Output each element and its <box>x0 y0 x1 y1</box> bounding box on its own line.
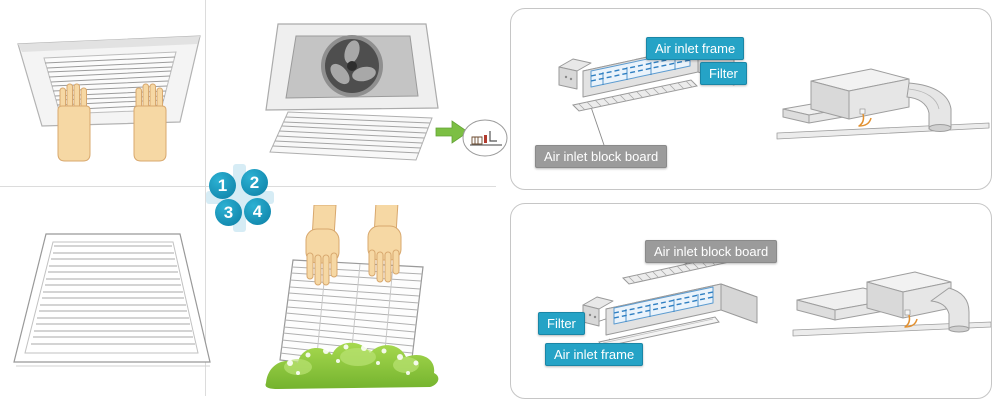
ceiling-cassette-closed-drawing <box>17 35 201 162</box>
step-badge-3: 3 <box>215 199 242 226</box>
right-hand <box>367 205 402 283</box>
wire <box>858 113 872 127</box>
hanging-grille <box>269 111 433 161</box>
filter-wireframe-drawing <box>13 233 211 367</box>
assembled-unit-drawing <box>792 271 991 337</box>
label-air-inlet-block-board: Air inlet block board <box>535 145 668 168</box>
left-hand <box>305 205 340 286</box>
filter-slats <box>31 245 195 345</box>
ceiling-cassette-open-drawing <box>265 23 508 161</box>
step-badge-2: 2 <box>241 169 268 196</box>
step-badge-1: 1 <box>209 172 236 199</box>
step3-removed-filter-illustration <box>8 222 220 387</box>
wire <box>904 314 918 328</box>
green-arrow-icon <box>435 120 469 144</box>
filter-area <box>613 286 714 325</box>
right-hand <box>133 83 167 162</box>
duct-unit-panel-top: Air inlet frame Filter Air inlet block b… <box>510 8 992 190</box>
step1-press-grille-illustration <box>8 22 213 167</box>
filter-washing-drawing <box>265 205 439 389</box>
duct-unit-exploded-bottom-drawing <box>582 252 991 348</box>
label-air-inlet-frame: Air inlet frame <box>545 343 644 366</box>
assembled-unit-drawing <box>776 68 990 140</box>
step-badge-4: 4 <box>244 198 271 225</box>
left-hand <box>57 83 91 162</box>
label-filter: Filter <box>700 62 747 85</box>
label-filter: Filter <box>538 312 585 335</box>
fan <box>321 35 383 97</box>
air-inlet-block-board-drawing <box>571 79 699 112</box>
duct-unit-panel-bottom: Air inlet block board Filter Air inlet f… <box>510 203 992 399</box>
foam-grass <box>265 342 439 389</box>
duct-unit-drawing <box>582 283 758 336</box>
vertical-divider-line <box>205 0 206 396</box>
hook-detail-callout-icon <box>462 119 508 157</box>
step2-open-grille-illustration <box>238 18 508 170</box>
label-air-inlet-frame: Air inlet frame <box>646 37 745 60</box>
step4-wash-filter-illustration <box>238 205 456 405</box>
label-air-inlet-block-board: Air inlet block board <box>645 240 778 263</box>
grille-lines <box>44 56 176 111</box>
